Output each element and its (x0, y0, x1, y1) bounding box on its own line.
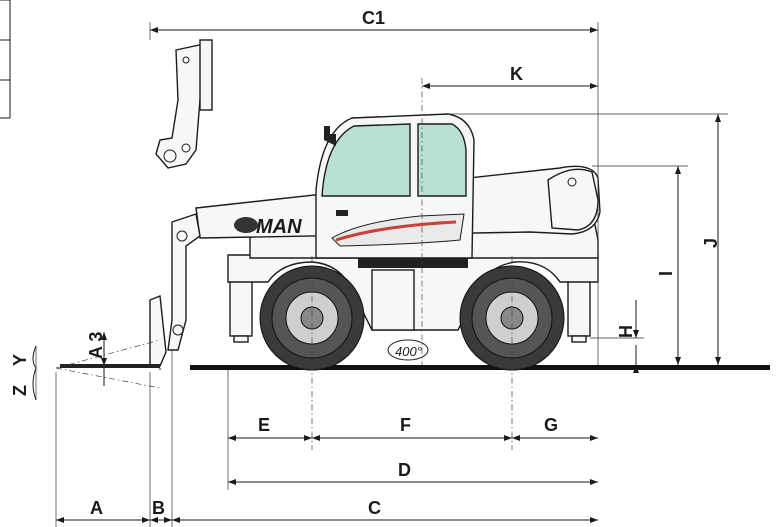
label-Z: Z (10, 385, 30, 396)
table-fragment (0, 0, 11, 119)
dimension-labels: C1 K J I H A 3 Y Z E F G D A B C (10, 8, 721, 518)
label-I: I (656, 271, 676, 276)
fork-carriage-arm (167, 213, 201, 351)
beacon-icon (324, 126, 336, 146)
label-G: G (544, 415, 558, 435)
label-K: K (510, 64, 523, 84)
label-C1: C1 (362, 8, 385, 28)
label-A: A (90, 498, 103, 518)
rear-wheel (459, 265, 565, 371)
front-wheel (259, 265, 365, 371)
rear-stabilizer (567, 275, 591, 337)
label-D: D (398, 460, 411, 480)
label-H: H (616, 325, 636, 338)
boom-brand-text: MAN (256, 216, 302, 238)
rotation-badge-text: 400° (395, 344, 422, 359)
label-F: F (400, 415, 411, 435)
ground-line (190, 365, 770, 370)
label-J: J (701, 238, 721, 248)
label-B: B (152, 498, 165, 518)
label-Y: Y (10, 354, 30, 366)
cab-glass-front (321, 123, 411, 197)
attachment-detail (155, 39, 213, 169)
front-stabilizer (229, 275, 253, 337)
label-C: C (368, 498, 381, 518)
telehandler-machine: MAN (60, 39, 601, 371)
cab-glass-rear (417, 123, 467, 197)
label-A3: A 3 (86, 332, 106, 359)
label-E: E (258, 415, 270, 435)
dimension-lines (32, 22, 728, 527)
forks (60, 295, 167, 370)
rotation-badge: 400° (387, 339, 429, 361)
